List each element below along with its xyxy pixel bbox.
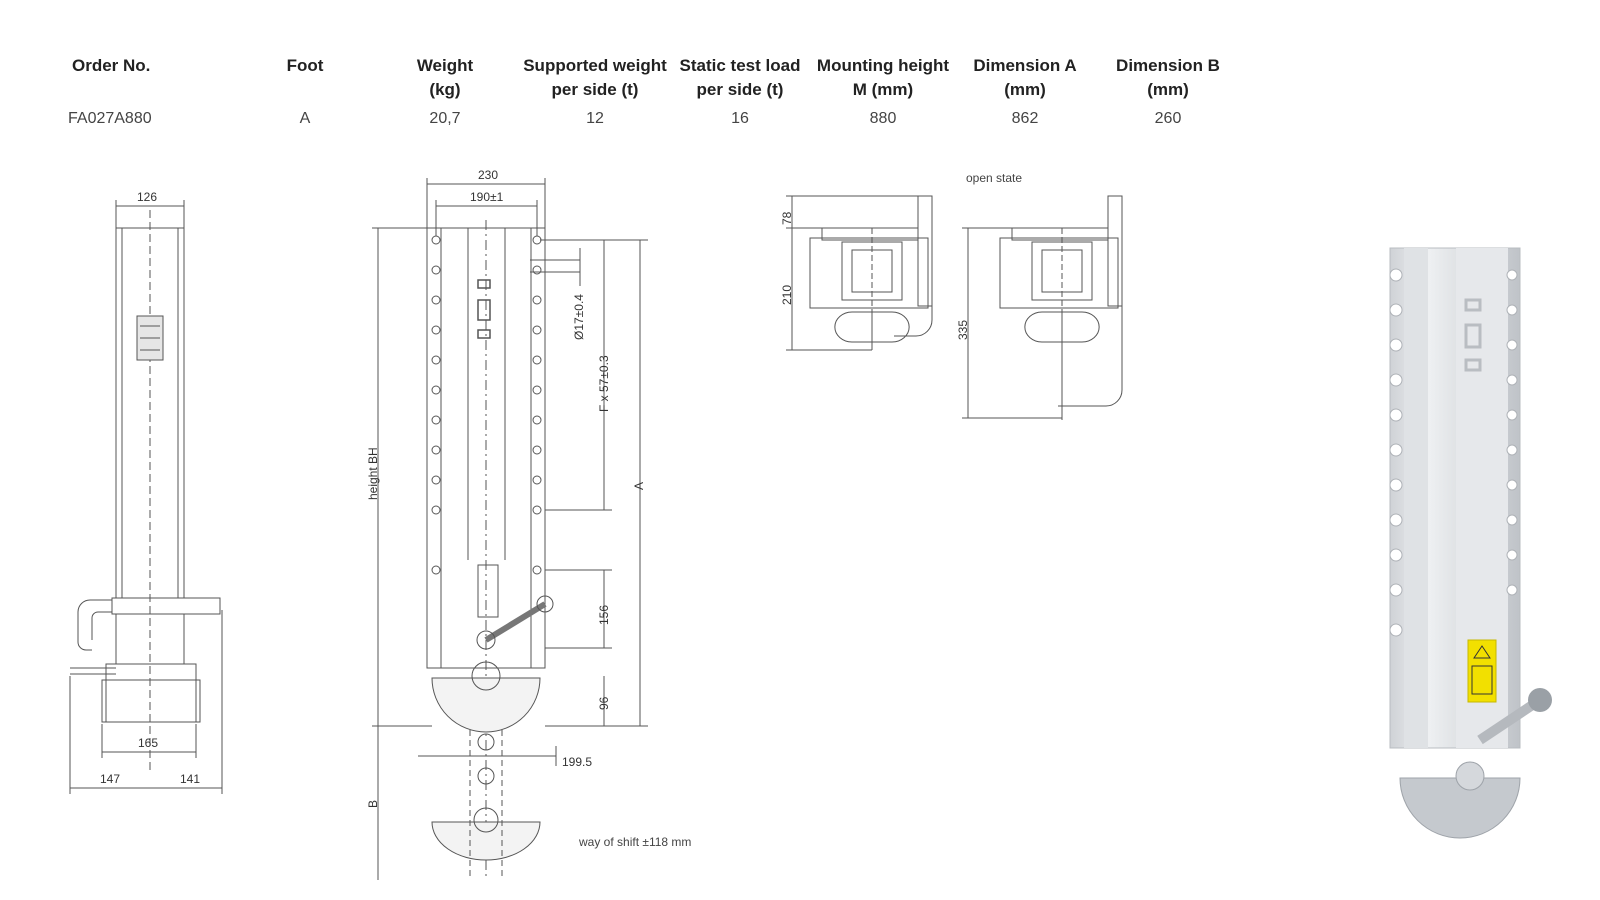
cell-foot: A xyxy=(299,110,311,127)
side-dim-147-label: 147 xyxy=(100,772,121,786)
header-dimension-b: Dimension B(mm) xyxy=(1116,56,1220,99)
front-holes-left xyxy=(431,235,441,575)
side-foot xyxy=(105,663,197,723)
product-jost-logo xyxy=(1464,298,1482,372)
cell-static: 16 xyxy=(731,110,749,127)
product-foot xyxy=(1399,777,1521,839)
side-logo-plate xyxy=(136,315,164,361)
side-dim-126-label: 126 xyxy=(137,190,158,204)
front-dim-96-label: 96 xyxy=(597,696,611,710)
shift-note: way of shift ±118 mm xyxy=(579,835,692,849)
side-leg-body xyxy=(115,227,185,599)
product-leg-outer xyxy=(1389,247,1521,749)
product-warning-label xyxy=(1467,639,1497,703)
cell-supported: 12 xyxy=(586,110,604,127)
front-dim-156-label: 156 xyxy=(597,604,611,625)
header-weight: Weight(kg) xyxy=(416,56,474,99)
cell-mounting: 880 xyxy=(869,110,897,127)
top-view-closed xyxy=(786,195,933,351)
front-view xyxy=(372,178,648,880)
front-dim-f-label: F x 57±0.3 xyxy=(597,355,611,412)
cell-order-no: FA027A880 xyxy=(68,110,152,127)
top1-dim-78-label: 78 xyxy=(780,211,794,225)
top2-dim-335-label: 335 xyxy=(956,319,970,340)
side-crank-handle xyxy=(77,599,112,651)
side-view xyxy=(69,200,223,794)
top-view-open xyxy=(962,195,1123,420)
side-crank-bar xyxy=(111,597,221,615)
side-dim-165-label: 165 xyxy=(138,736,159,750)
front-jost-logo xyxy=(477,279,491,339)
front-dim-height-label: height BH xyxy=(366,447,380,500)
spec-table: Order No. Foot Weight(kg) Supported weig… xyxy=(0,0,1600,140)
front-foot xyxy=(431,677,541,733)
product-holes xyxy=(1389,268,1518,637)
top1-body xyxy=(809,237,929,309)
front-warning-label xyxy=(477,564,499,618)
header-foot: Foot xyxy=(286,56,324,75)
front-foot-shifted xyxy=(431,821,541,861)
front-dim-190-label: 190±1 xyxy=(470,190,504,204)
front-crank-arm xyxy=(484,601,547,643)
cell-weight: 20,7 xyxy=(429,110,461,127)
front-dim-hole-label: Ø17±0.4 xyxy=(572,294,586,340)
front-leg-body xyxy=(426,227,546,669)
front-dim-b-label: B xyxy=(366,799,380,808)
top2-body xyxy=(999,237,1119,309)
header-order-no: Order No. xyxy=(72,56,151,75)
front-holes-right xyxy=(532,235,542,575)
front-dim-a-label: A xyxy=(632,481,646,490)
side-dim-141-label: 141 xyxy=(180,772,201,786)
open-state-label: open state xyxy=(966,171,1023,185)
front-dim-230-label: 230 xyxy=(478,168,499,182)
cell-dima: 862 xyxy=(1011,110,1039,127)
top1-dim-210-label: 210 xyxy=(780,284,794,305)
front-dim-199-label: 199.5 xyxy=(562,755,593,769)
header-dimension-a: Dimension A(mm) xyxy=(973,56,1077,99)
product-crank xyxy=(1477,695,1543,745)
product-render xyxy=(1389,247,1552,839)
cell-dimb: 260 xyxy=(1154,110,1182,127)
